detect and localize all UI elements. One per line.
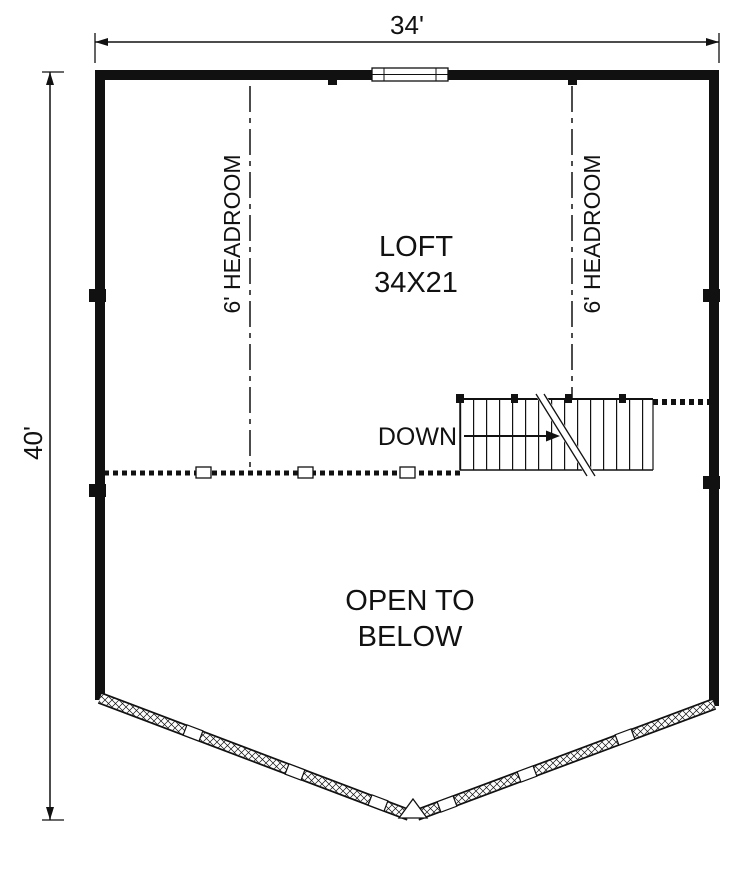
prow-mullion (436, 795, 458, 813)
prow-mullion (284, 763, 306, 781)
exterior-walls (89, 67, 720, 706)
dimension-left-arrow-bottom (46, 807, 54, 820)
stair-guard-post (456, 394, 464, 403)
prow-right-glazing (415, 700, 716, 819)
dimension-left-arrow-top (46, 72, 54, 85)
wall-post (328, 70, 337, 85)
open-to-below-label-line2: BELOW (358, 621, 463, 653)
wall-post (703, 476, 720, 489)
headroom-right-group: 6' HEADROOM (571, 86, 605, 398)
stair-treads (460, 399, 653, 470)
prow-mullion (614, 728, 636, 746)
prow-mullion (516, 765, 538, 783)
prow-apex-post (397, 797, 429, 819)
room-size-label: 34X21 (374, 267, 458, 299)
stair-guard-post (565, 394, 572, 403)
prow-mullion (182, 724, 204, 742)
dimension-left-label: 40' (18, 426, 48, 460)
wall-post (89, 289, 106, 302)
railing-post (297, 466, 314, 479)
dimension-top: 34' (94, 10, 720, 63)
down-label: DOWN (378, 423, 457, 451)
loft-railing (104, 466, 460, 479)
dimension-left: 40' (18, 71, 64, 821)
headroom-left-group: 6' HEADROOM (219, 86, 251, 470)
open-to-below-label-line1: OPEN TO (345, 585, 474, 617)
headroom-right-label: 6' HEADROOM (579, 154, 605, 313)
stair-break-line (535, 393, 588, 477)
railing-post (399, 466, 416, 479)
dimension-top-label: 34' (390, 10, 424, 40)
wall-post (568, 70, 577, 85)
headroom-left-label: 6' HEADROOM (219, 154, 245, 313)
dimension-top-arrow-right (706, 38, 719, 46)
railing-post (195, 466, 212, 479)
stair-guard-post (511, 394, 518, 403)
wall-post (703, 289, 720, 302)
wall-right (709, 70, 719, 706)
down-arrow-head (546, 430, 560, 442)
stair-break-gap (536, 391, 595, 479)
staircase: DOWN (378, 391, 712, 479)
wall-post (89, 484, 106, 497)
prow-mullion (367, 794, 389, 812)
prow-left-glazing (98, 694, 411, 819)
prow-window-walls (97, 692, 717, 821)
room-name-label: LOFT (379, 231, 453, 263)
top-window (371, 67, 449, 82)
dimension-top-arrow-left (95, 38, 108, 46)
stair-break-line (543, 393, 596, 477)
stair-guard-post (619, 394, 626, 403)
wall-left (95, 70, 105, 700)
